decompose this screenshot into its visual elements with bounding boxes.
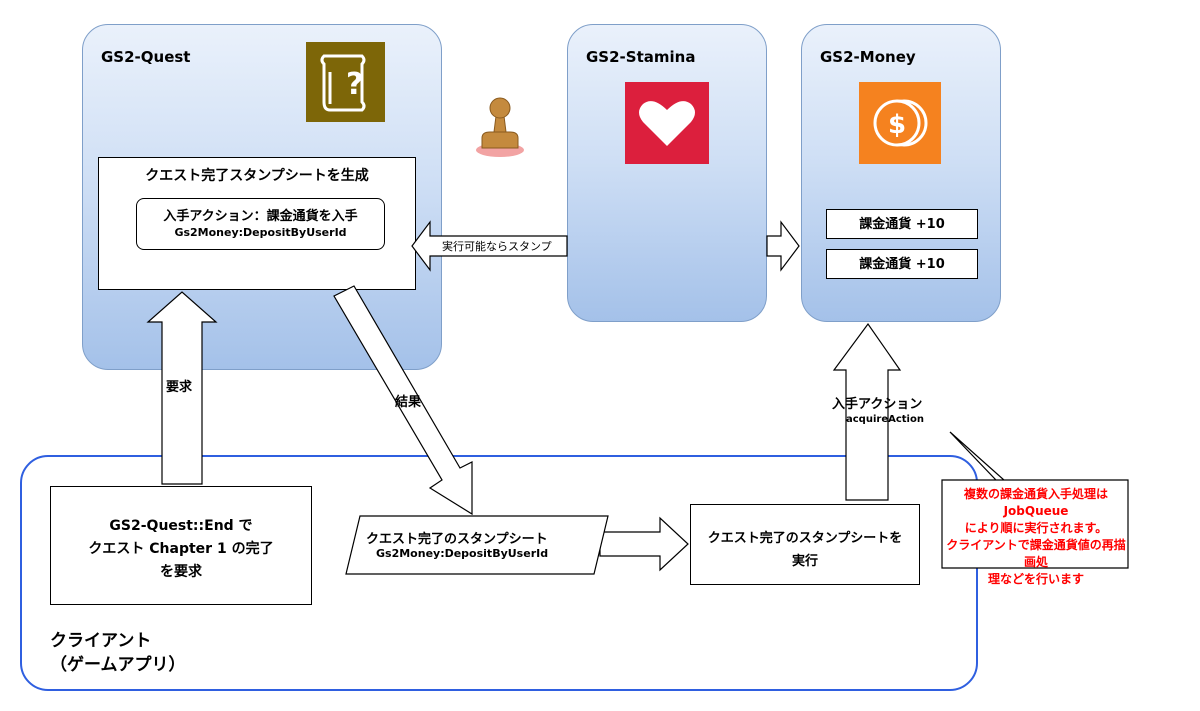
request-arrow	[146, 291, 218, 485]
acquire-action-label: 入手アクション	[832, 397, 923, 412]
stamp-sheet-sub: Gs2Money:DepositByUserId	[376, 547, 549, 560]
request-end-line3: を要求	[160, 564, 202, 580]
execute-line2: 実行	[791, 554, 818, 569]
request-end-box: GS2-Quest::End で クエスト Chapter 1 の完了 を要求	[50, 486, 312, 605]
callout-line3: クライアントで課金通貨値の再描画処	[946, 538, 1126, 569]
money-item: 課金通貨 +10	[826, 249, 978, 279]
acquire-action-arrow	[832, 322, 902, 501]
request-end-line2: クエスト Chapter 1 の完了	[88, 541, 274, 557]
svg-text:$: $	[888, 110, 906, 140]
request-end-line1: GS2-Quest::End で	[109, 518, 253, 534]
client-label-line2: （ゲームアプリ）	[50, 655, 186, 675]
request-label: 要求	[166, 380, 193, 395]
svg-text:?: ?	[346, 67, 363, 102]
stamp-icon	[470, 92, 530, 162]
acquire-action-title: 入手アクション：課金通貨を入手	[163, 209, 358, 224]
result-arrow	[333, 285, 473, 516]
sheet-to-execute-arrow	[599, 516, 689, 572]
gs2-money-title: GS2-Money	[820, 48, 916, 66]
quest-map-icon: ?	[306, 42, 385, 122]
callout-line1: 複数の課金通貨入手処理はJobQueue	[963, 487, 1108, 518]
stamp-sheet-title: クエスト完了のスタンプシート	[366, 532, 548, 547]
execute-line1: クエスト完了のスタンプシートを	[707, 531, 903, 546]
result-label: 結果	[395, 395, 422, 410]
gs2-stamina-title: GS2-Stamina	[586, 48, 696, 66]
stamp-arrow-label: 実行可能ならスタンプ	[442, 240, 552, 253]
callout-text: 複数の課金通貨入手処理はJobQueue により順に実行されます。 クライアント…	[944, 486, 1128, 588]
stamp-arrow	[411, 220, 568, 272]
client-container	[20, 455, 978, 691]
client-label-line1: クライアント	[50, 631, 152, 651]
callout-line2: により順に実行されます。	[964, 521, 1108, 535]
callout-line4: 理などを行います	[987, 572, 1084, 586]
execute-stamp-sheet-box: クエスト完了のスタンプシートを 実行	[690, 504, 920, 585]
money-item: 課金通貨 +10	[826, 209, 978, 239]
quest-stamp-sheet-box: クエスト完了スタンプシートを生成 入手アクション：課金通貨を入手 Gs2Mone…	[98, 157, 416, 290]
acquire-action-box: 入手アクション：課金通貨を入手 Gs2Money:DepositByUserId	[136, 198, 385, 250]
gs2-quest-title: GS2-Quest	[101, 48, 191, 66]
coin-icon: $	[859, 82, 941, 164]
quest-box-title: クエスト完了スタンプシートを生成	[145, 168, 369, 184]
acquire-action-sub: Gs2Money:DepositByUserId	[174, 226, 347, 239]
callout-shape	[941, 431, 1129, 569]
stamina-to-money-arrow	[766, 220, 800, 272]
gs2-stamina-container: GS2-Stamina	[567, 24, 767, 322]
stamp-sheet-shape	[345, 515, 609, 575]
heart-icon	[625, 82, 709, 164]
acquire-action-sub-label: acquireAction	[846, 414, 924, 425]
